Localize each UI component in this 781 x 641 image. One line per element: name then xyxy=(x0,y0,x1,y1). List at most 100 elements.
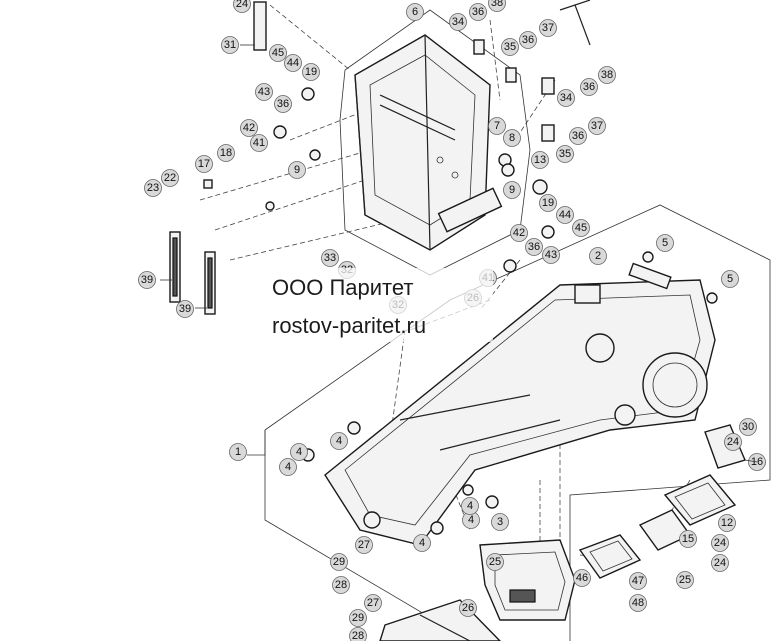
callout-number: 12 xyxy=(721,517,733,529)
callout-15: 15 xyxy=(679,530,697,548)
callout-19: 19 xyxy=(302,63,320,81)
callout-number: 48 xyxy=(632,597,644,609)
callout-34: 34 xyxy=(449,13,467,31)
callout-4: 4 xyxy=(279,458,297,476)
callout-bubble xyxy=(250,134,268,152)
callout-bubble xyxy=(629,594,647,612)
callout-36: 36 xyxy=(580,78,598,96)
callout-number: 44 xyxy=(559,209,571,221)
callout-number: 36 xyxy=(583,81,595,93)
callout-bubble xyxy=(556,145,574,163)
small-hardware xyxy=(203,0,718,304)
callout-28: 28 xyxy=(349,627,367,641)
callout-bubble xyxy=(503,129,521,147)
callout-9: 9 xyxy=(288,161,306,179)
callout-bubble xyxy=(724,433,742,451)
callout-bubble xyxy=(302,63,320,81)
callout-13: 13 xyxy=(531,151,549,169)
bottom-plate-part xyxy=(379,599,501,641)
callout-number: 6 xyxy=(412,6,418,18)
callout-36: 36 xyxy=(569,127,587,145)
callout-18: 18 xyxy=(217,144,235,162)
callout-2: 2 xyxy=(589,247,607,265)
callout-5: 5 xyxy=(656,234,674,252)
callout-number: 23 xyxy=(147,182,159,194)
callout-number: 29 xyxy=(333,556,345,568)
callout-bubble xyxy=(556,206,574,224)
callout-number: 4 xyxy=(468,514,474,526)
callout-number: 15 xyxy=(682,533,694,545)
callout-number: 26 xyxy=(462,602,474,614)
callout-24: 24 xyxy=(711,534,729,552)
callout-bubble xyxy=(349,627,367,641)
watermark-site: rostov-paritet.ru xyxy=(272,313,426,338)
callout-number: 43 xyxy=(545,249,557,261)
upper-frame-part-6 xyxy=(354,34,503,251)
callout-23: 23 xyxy=(144,179,162,197)
callout-26: 26 xyxy=(459,599,477,617)
callout-bubble xyxy=(161,169,179,187)
callout-bubble xyxy=(711,534,729,552)
callout-number: 44 xyxy=(287,57,299,69)
callout-number: 45 xyxy=(272,47,284,59)
bracket-part-3 xyxy=(479,539,576,621)
callout-bubble xyxy=(557,89,575,107)
callout-number: 39 xyxy=(179,303,191,315)
callout-number: 5 xyxy=(662,237,668,249)
callout-number: 25 xyxy=(489,556,501,568)
callout-bubble xyxy=(539,19,557,37)
cover-plate-part-46 xyxy=(578,534,642,579)
callout-bubble xyxy=(569,127,587,145)
callout-37: 37 xyxy=(588,117,606,135)
callout-number: 17 xyxy=(198,158,210,170)
callout-number: 18 xyxy=(220,147,232,159)
callout-number: 25 xyxy=(679,574,691,586)
callout-38: 38 xyxy=(488,0,506,12)
callout-number: 30 xyxy=(742,421,754,433)
callout-number: 8 xyxy=(509,132,515,144)
callout-24: 24 xyxy=(711,554,729,572)
callout-bubble xyxy=(486,553,504,571)
callout-bubble xyxy=(279,458,297,476)
callout-number: 31 xyxy=(224,39,236,51)
callout-number: 36 xyxy=(522,34,534,46)
callout-number: 9 xyxy=(509,184,515,196)
callout-bubble xyxy=(332,576,350,594)
callout-41: 41 xyxy=(250,134,268,152)
callout-25: 25 xyxy=(486,553,504,571)
callout-45: 45 xyxy=(572,219,590,237)
callout-number: 35 xyxy=(504,41,516,53)
callout-number: 13 xyxy=(534,154,546,166)
callout-number: 4 xyxy=(296,446,302,458)
callout-number: 46 xyxy=(576,572,588,584)
callout-35: 35 xyxy=(501,38,519,56)
callout-bubble xyxy=(629,572,647,590)
callout-44: 44 xyxy=(284,54,302,72)
callout-bubble xyxy=(284,54,302,72)
callout-bubble xyxy=(721,270,739,288)
callout-bubble xyxy=(469,3,487,21)
main-frame-part-1 xyxy=(324,262,716,546)
callout-number: 37 xyxy=(542,22,554,34)
callout-6: 6 xyxy=(406,3,424,21)
callout-bubble xyxy=(501,38,519,56)
callout-28: 28 xyxy=(332,576,350,594)
callout-8: 8 xyxy=(503,129,521,147)
plate-part-39-upper xyxy=(169,231,181,303)
callout-number: 19 xyxy=(305,66,317,78)
callout-3: 3 xyxy=(491,513,509,531)
callout-bubble xyxy=(519,31,537,49)
callout-number: 4 xyxy=(467,500,473,512)
callout-37: 37 xyxy=(539,19,557,37)
callout-bubble xyxy=(349,609,367,627)
callout-9: 9 xyxy=(503,181,521,199)
callout-number: 22 xyxy=(164,172,176,184)
callout-bubble xyxy=(274,95,292,113)
callout-bubble xyxy=(229,443,247,461)
callout-number: 45 xyxy=(575,222,587,234)
callout-number: 28 xyxy=(335,579,347,591)
callout-12: 12 xyxy=(718,514,736,532)
callout-bubble xyxy=(413,534,431,552)
plate-part-39-lower xyxy=(204,251,216,315)
